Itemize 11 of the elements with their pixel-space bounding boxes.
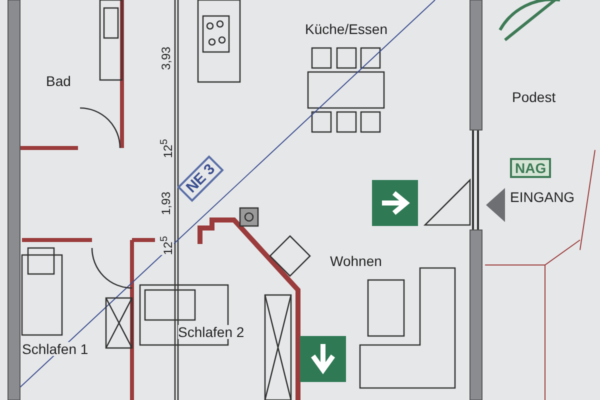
dimension-text: 3,93 (160, 46, 172, 70)
section-marker-label: NE 3 (177, 155, 224, 202)
sign-label: NAG (510, 158, 552, 178)
room-name: Küche/Essen (305, 22, 388, 36)
room-name: Schlafen 2 (178, 325, 244, 339)
entrance-label: EINGANG (510, 190, 575, 204)
room-name: Schlafen 1 (22, 342, 88, 356)
room-name: Podest (512, 90, 556, 104)
dimension-text: 1,93 (160, 192, 172, 215)
room-name: Wohnen (330, 254, 382, 268)
room-name: Bad (46, 74, 71, 88)
